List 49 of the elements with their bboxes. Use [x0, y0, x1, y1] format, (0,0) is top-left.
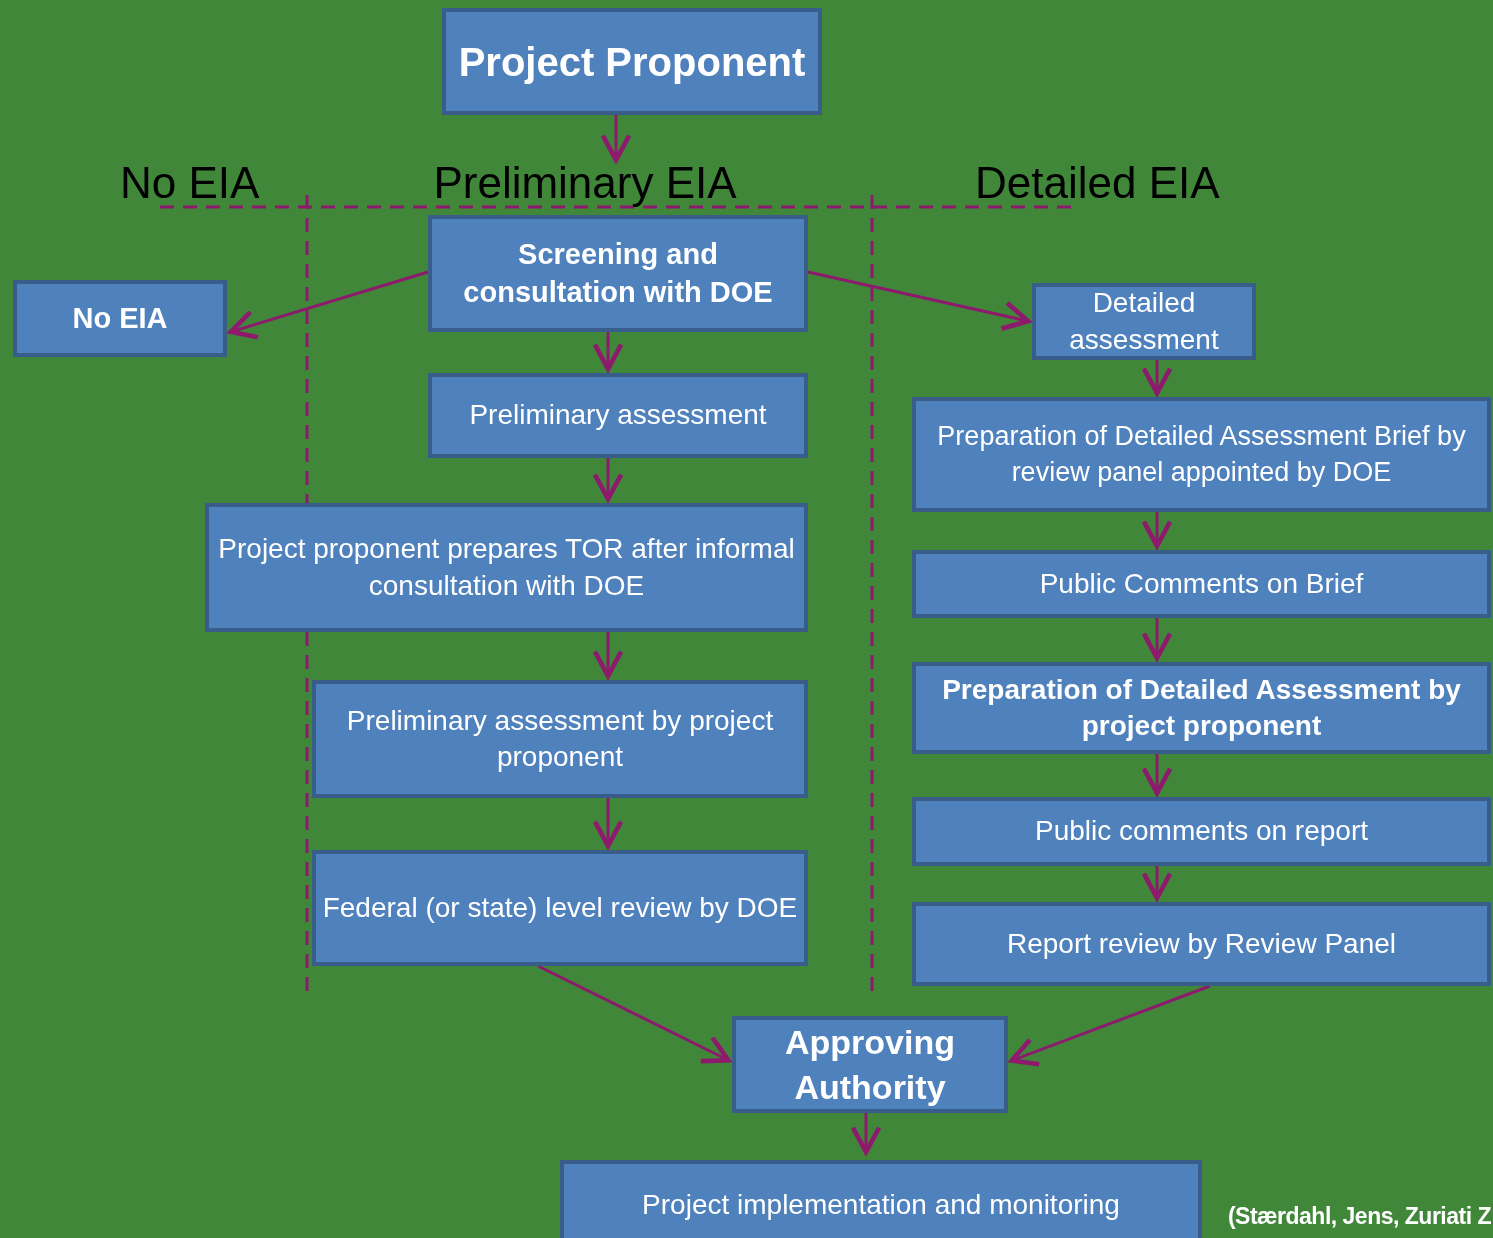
arrow [537, 964, 731, 1064]
box-label: Project implementation and monitoring [642, 1187, 1120, 1222]
box-label: Preparation of Detailed Assessment Brief by review panel appointed by DOE [936, 420, 1467, 489]
box-label: Screening and consultation with DOE [462, 236, 774, 310]
box-label: Preliminary assessment by project proponent [345, 703, 775, 774]
box-label: Public Comments on Brief [1039, 566, 1364, 601]
section-heading: No EIA [120, 158, 260, 208]
box-label: Public comments on report [1034, 814, 1368, 849]
box-label: Preparation of Detailed Assessment by project proponent [941, 672, 1462, 743]
arrow [1141, 866, 1173, 901]
arrow [592, 798, 624, 849]
arrow [1141, 512, 1173, 549]
process-box [912, 662, 1491, 754]
process-box [912, 797, 1491, 866]
section-heading: Detailed EIA [975, 158, 1220, 208]
box-label: No EIA [72, 300, 168, 336]
arrow [1141, 618, 1173, 661]
process-box [1032, 283, 1256, 360]
section-heading: Preliminary EIA [433, 160, 737, 207]
box-label: Federal (or state) level review by DOE [322, 890, 798, 925]
process-box [428, 215, 808, 332]
arrow [592, 458, 624, 502]
process-box [912, 902, 1491, 986]
arrow [228, 270, 429, 340]
process-box [13, 280, 227, 357]
process-box [560, 1160, 1202, 1238]
arrow [1009, 984, 1211, 1067]
box-label: Approving Authority [784, 1022, 956, 1108]
arrow [592, 332, 624, 372]
arrow [807, 270, 1031, 331]
arrow [850, 1113, 882, 1155]
citation: (Stærdahl, Jens, Zuriati Z [1227, 1203, 1491, 1230]
arrow [592, 632, 624, 679]
arrow [600, 115, 632, 163]
process-box [442, 8, 822, 115]
process-box [312, 680, 808, 798]
process-box [912, 397, 1491, 512]
process-box [205, 503, 808, 632]
box-label: Report review by Review Panel [1006, 926, 1397, 961]
arrow [1141, 360, 1173, 396]
box-label: Preliminary assessment [469, 398, 767, 433]
process-box [912, 550, 1491, 618]
box-label: Project Proponent [458, 38, 806, 86]
arrow [1141, 754, 1173, 796]
process-box [732, 1016, 1008, 1113]
box-label: Detailed assessment [1068, 286, 1220, 357]
box-label: Project proponent prepares TOR after informal consultation with DOE [217, 532, 796, 603]
process-box [312, 850, 808, 966]
process-box [428, 373, 808, 458]
